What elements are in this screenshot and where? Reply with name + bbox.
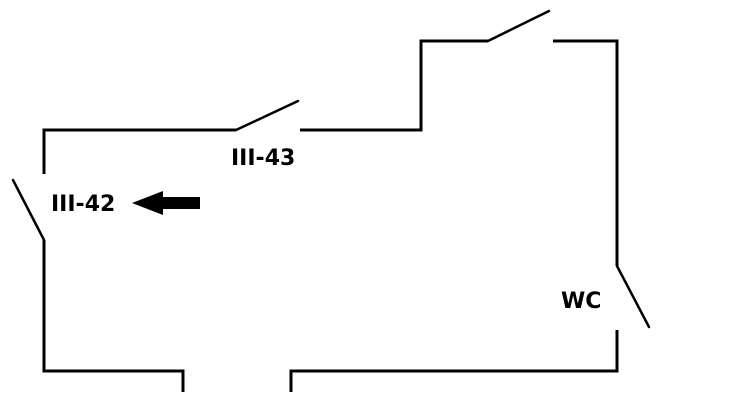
room-label-iii-43: III-43: [231, 146, 295, 171]
room-label-iii-42: III-42: [51, 192, 115, 217]
walls: [42, 39, 619, 392]
top-wall-middle: [300, 39, 488, 132]
right-wall-upper: [553, 39, 619, 266]
location-arrow-icon: [132, 191, 200, 215]
left-wall-lower: [42, 240, 185, 392]
door-iii-43: [234, 99, 300, 132]
door-top: [486, 9, 551, 43]
door-iii-42: [11, 178, 46, 242]
door-wc: [615, 264, 651, 329]
left-wall-upper: [42, 128, 236, 174]
right-wall-lower: [289, 330, 619, 392]
doors: [11, 9, 651, 329]
room-label-wc: WC: [561, 289, 601, 314]
